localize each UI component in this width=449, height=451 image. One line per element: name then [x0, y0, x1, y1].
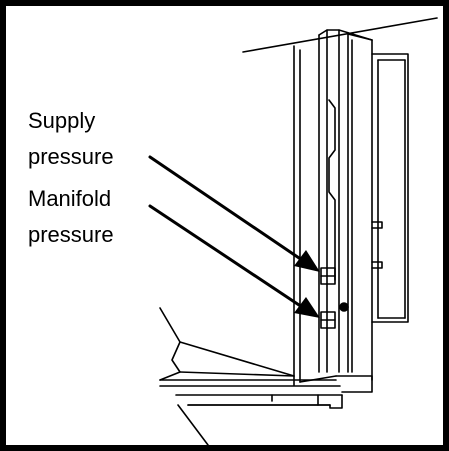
supply-pressure-label-line1: Supply — [28, 108, 96, 133]
lower-bracket — [159, 307, 295, 445]
supply-pressure-tap — [320, 267, 336, 285]
supply-pressure-label-line2: pressure — [28, 144, 114, 169]
base-ledge — [159, 375, 373, 409]
valve-screw — [339, 302, 349, 312]
side-panel-box — [371, 53, 409, 323]
supply-pressure-arrow — [148, 155, 320, 272]
cutaway-line-top — [242, 17, 438, 53]
manifold-pressure-arrow — [148, 204, 320, 318]
manifold-pressure-tap — [320, 311, 336, 329]
manifold-pressure-label-line1: Manifold — [28, 186, 112, 211]
front-panel — [293, 29, 373, 386]
mount-tabs — [371, 221, 383, 269]
gas-valve-illustration — [148, 17, 438, 445]
manifold-pressure-label-line2: pressure — [28, 222, 114, 247]
